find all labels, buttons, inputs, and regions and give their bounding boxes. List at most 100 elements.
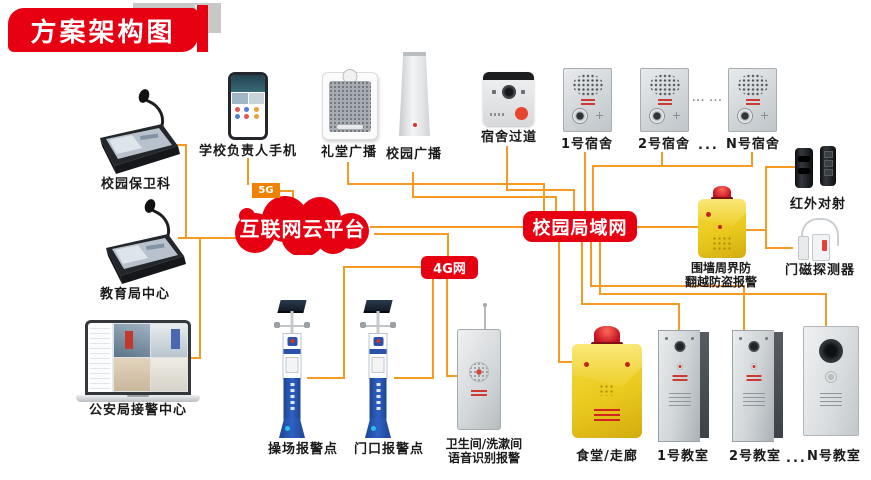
tower-screen: [285, 357, 299, 373]
connector-line: [573, 189, 575, 212]
washroom-alarm-icon: [455, 303, 503, 430]
smartphone-icon: [228, 72, 268, 140]
tower-pole: [290, 311, 294, 333]
label-security-dept: 校园保卫科: [100, 177, 171, 192]
tower-band: [283, 349, 301, 354]
alarm-mark: [584, 362, 589, 367]
label-washroom-2: 语音识别报警: [447, 451, 520, 465]
tower-logo: [373, 337, 383, 346]
alarm-mark: [706, 212, 711, 217]
tower-camera: [274, 322, 280, 328]
connector-line: [506, 189, 575, 191]
panel-body: [457, 329, 501, 430]
phone-screen: [231, 75, 265, 137]
intercom-tick: [492, 90, 496, 94]
antenna-icon: [482, 303, 487, 331]
intercom-button-icon: [649, 108, 665, 124]
paging-console-art: [100, 89, 180, 174]
connector-line: [343, 266, 345, 379]
phone-thumbnails: [231, 92, 265, 104]
connector-line: [592, 165, 753, 167]
label-principal-phone: 学校负责人手机: [198, 144, 297, 159]
intercom-tick: [521, 90, 525, 94]
label-dorm-2: 2号宿舍: [637, 137, 691, 152]
tower-crossbar: [276, 325, 308, 327]
camera-view: [151, 358, 187, 391]
tower-base: [279, 418, 305, 438]
label-dorm-corridor: 宿舍过道: [481, 130, 538, 145]
page-title: 方案架构图: [8, 8, 198, 52]
panel-gray-text: [668, 393, 691, 409]
cloud-label: 互联网云平台: [239, 216, 366, 241]
alarm-body: [698, 199, 746, 258]
connector-line: [765, 166, 767, 249]
panel-red-text: [471, 390, 487, 398]
speaker-holes: [572, 74, 603, 96]
panel-cross-mark: [761, 112, 768, 119]
dorm-label-ellipsis: ...: [698, 138, 719, 153]
label-perimeter-1: 围墙周界防: [690, 261, 751, 275]
dorm-panel-ellipsis: ... ...: [692, 94, 723, 104]
label-classroom-n: N号教室: [807, 449, 861, 464]
intercom-button-icon: [737, 108, 753, 124]
infrared-beam-icon: [795, 146, 840, 190]
panel-red-text: [746, 375, 761, 383]
alarm-tower-icon: [358, 298, 398, 438]
laptop-base: [76, 395, 200, 402]
connector-line: [506, 146, 508, 191]
label-door-magnet: 门磁探测器: [784, 263, 855, 278]
phone-app-grid: [231, 104, 265, 122]
camera-view: [114, 324, 150, 357]
speaker-holes: [737, 74, 768, 96]
label-police-center: 公安局接警中心: [88, 403, 187, 418]
connector-line: [745, 229, 767, 231]
alarm-hood: [572, 344, 642, 388]
perimeter-alarm-icon: [698, 186, 746, 258]
connector-line: [247, 158, 249, 185]
connector-line: [678, 303, 680, 334]
speaker-cap: [403, 52, 426, 56]
panel-side: [774, 332, 783, 438]
connector-line: [432, 279, 434, 379]
connector-line: [825, 293, 827, 330]
label-perimeter-2: 翻越防盗报警: [684, 275, 757, 289]
connector-line: [581, 242, 583, 305]
tower-vertical-text: [376, 383, 380, 413]
tower-lower: [283, 378, 301, 420]
badge-5g: 5G: [252, 183, 280, 198]
connector-line: [599, 293, 827, 295]
alarm-mark: [718, 225, 722, 229]
connector-line: [347, 183, 545, 185]
label-hall-broadcast: 礼堂广播: [320, 145, 377, 160]
tower-upper: [368, 333, 388, 379]
connector-line: [751, 152, 753, 167]
speaker-logo-dot: [412, 123, 417, 127]
panel-body: [732, 330, 774, 442]
connector-line: [592, 165, 594, 212]
tower-camera: [304, 322, 310, 328]
speaker-circle: [748, 341, 759, 352]
panel-red-text: [672, 375, 687, 383]
classroom-label-ellipsis: ...: [786, 451, 807, 466]
tower-screen: [371, 357, 385, 373]
tower-pole: [376, 311, 380, 333]
connector-line: [199, 238, 201, 359]
camera-lens-icon: [501, 85, 516, 99]
panel-red-text: [657, 99, 672, 107]
speaker-slot: [337, 125, 363, 129]
intercom-button-icon: [572, 108, 588, 124]
label-gate: 门口报警点: [353, 442, 424, 457]
speaker-mesh: [329, 81, 371, 132]
panel-body: [658, 330, 700, 442]
connector-line: [765, 166, 795, 168]
magnet-part: [812, 234, 830, 261]
panel-red-text: [745, 99, 760, 107]
call-button-icon: [515, 107, 528, 120]
tower-vertical-text: [290, 383, 294, 413]
beacon-light-icon: [594, 326, 620, 344]
magnet-wire: [801, 218, 839, 246]
connector-line: [637, 226, 701, 228]
alarm-tower-icon: [272, 298, 312, 438]
label-classroom-1: 1号教室: [656, 449, 710, 464]
